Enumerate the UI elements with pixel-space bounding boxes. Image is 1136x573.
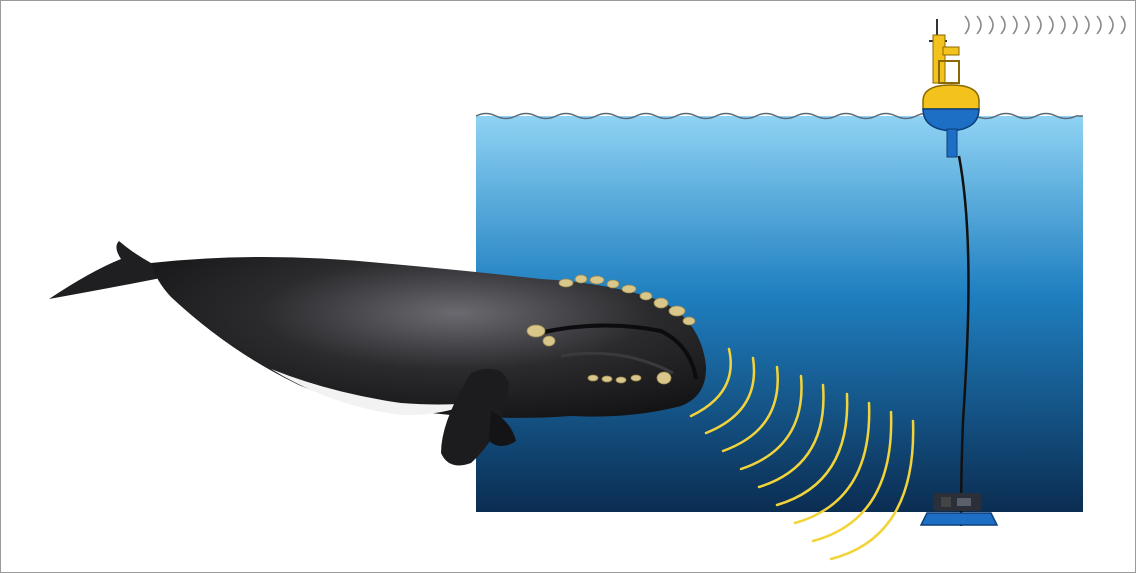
radio-transmission-icon (965, 16, 1125, 34)
